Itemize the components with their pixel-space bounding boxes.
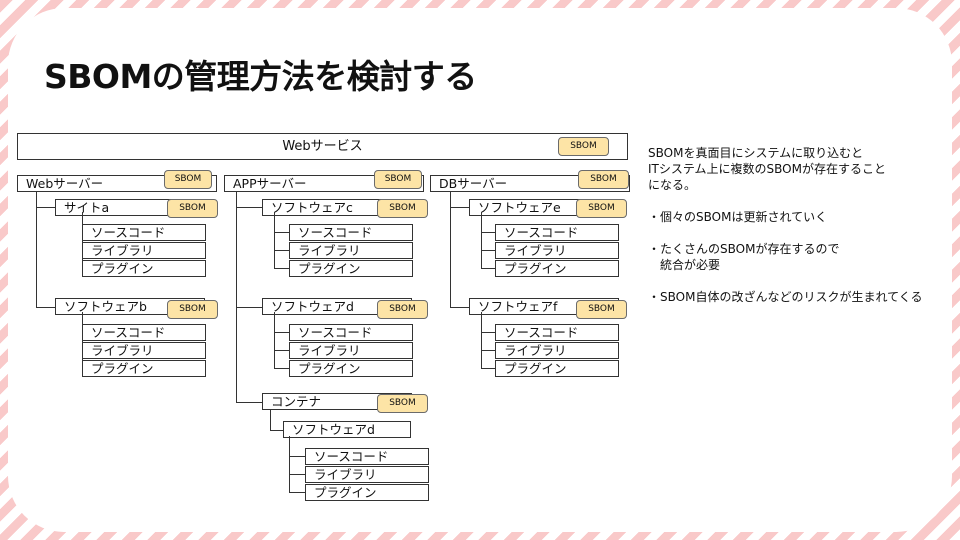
software-e-leaf-connector [481, 212, 482, 268]
container-sbom-badge: SBOM [377, 394, 428, 413]
software-f-library-box: ライブラリ [495, 342, 619, 359]
web-service-sbom-badge: SBOM [558, 137, 609, 156]
site-a-plugin-box: プラグイン [82, 260, 206, 277]
software-f-leaf-connector [481, 312, 482, 368]
site-a-branch [36, 207, 55, 208]
software-d-library-box: ライブラリ [289, 342, 413, 359]
container-software-d-branch [270, 430, 283, 431]
software-e-source-code-branch [481, 232, 495, 233]
software-b-sbom-badge: SBOM [167, 300, 218, 319]
software-d-sbom-badge: SBOM [377, 300, 428, 319]
software-c-source-code-box: ソースコード [289, 224, 413, 241]
software-d-source-code-branch [274, 332, 289, 333]
notes-panel: SBOMを真面目にシステムに取り込むと ITシステム上に複数のSBOMが存在する… [648, 145, 948, 305]
software-e-sbom-badge: SBOM [576, 199, 627, 218]
software-b-branch [36, 307, 55, 308]
software-e-source-code-box: ソースコード [495, 224, 619, 241]
software-c-plugin-branch [274, 268, 289, 269]
software-f-plugin-branch [481, 368, 495, 369]
container-box: コンテナ [262, 393, 412, 410]
software-c-library-box: ライブラリ [289, 242, 413, 259]
site-a-source-code-box: ソースコード [82, 224, 206, 241]
db-server-sbom-badge: SBOM [578, 170, 629, 189]
software-e-library-box: ライブラリ [495, 242, 619, 259]
software-c-sbom-badge: SBOM [377, 199, 428, 218]
software-e-plugin-box: プラグイン [495, 260, 619, 277]
container-software-d-box: ソフトウェアd [283, 421, 411, 438]
container-software-d-plugin-branch [289, 492, 305, 493]
page-title: SBOMの管理方法を検討する [44, 57, 477, 96]
software-f-branch [450, 307, 469, 308]
software-d-plugin-box: プラグイン [289, 360, 413, 377]
software-d-library-branch [274, 350, 289, 351]
site-a-sbom-badge: SBOM [167, 199, 218, 218]
software-e-plugin-branch [481, 268, 495, 269]
note-point-update: ・個々のSBOMは更新されていく [648, 210, 828, 224]
db-server-connector [450, 192, 451, 307]
software-e-library-branch [481, 250, 495, 251]
software-d-source-code-box: ソースコード [289, 324, 413, 341]
software-f-plugin-box: プラグイン [495, 360, 619, 377]
container-software-d-source-code-branch [289, 456, 305, 457]
site-a-library-box: ライブラリ [82, 242, 206, 259]
app-server-sbom-badge: SBOM [374, 170, 422, 189]
software-f-library-branch [481, 350, 495, 351]
software-b-plugin-box: プラグイン [82, 360, 206, 377]
web-server-sbom-badge: SBOM [164, 170, 212, 189]
note-point-integration: ・たくさんのSBOMが存在するので 統合が必要 [648, 242, 840, 272]
software-b-source-code-box: ソースコード [82, 324, 206, 341]
note-point-tamper-risk: ・SBOM自体の改ざんなどのリスクが生まれてくる [648, 290, 923, 304]
software-d-plugin-branch [274, 368, 289, 369]
software-c-box: ソフトウェアc [262, 199, 412, 216]
software-d-branch [236, 307, 262, 308]
software-f-source-code-box: ソースコード [495, 324, 619, 341]
notes-intro: SBOMを真面目にシステムに取り込むと ITシステム上に複数のSBOMが存在する… [648, 146, 886, 192]
software-f-source-code-branch [481, 332, 495, 333]
container-software-d-library-box: ライブラリ [305, 466, 429, 483]
software-b-library-box: ライブラリ [82, 342, 206, 359]
software-f-sbom-badge: SBOM [576, 300, 627, 319]
container-connector [270, 410, 271, 430]
software-d-box: ソフトウェアd [262, 298, 412, 315]
software-e-branch [450, 207, 469, 208]
container-software-d-plugin-box: プラグイン [305, 484, 429, 501]
software-c-branch [236, 207, 262, 208]
software-c-plugin-box: プラグイン [289, 260, 413, 277]
software-c-source-code-branch [274, 232, 289, 233]
web-server-connector [36, 192, 37, 307]
software-c-leaf-connector [274, 212, 275, 268]
container-software-d-leaf-connector [289, 436, 290, 492]
container-software-d-library-branch [289, 474, 305, 475]
container-software-d-source-code-box: ソースコード [305, 448, 429, 465]
app-server-connector [236, 192, 237, 402]
software-d-leaf-connector [274, 312, 275, 368]
web-service-box: Webサービス [17, 133, 628, 160]
container-branch [236, 402, 262, 403]
software-c-library-branch [274, 250, 289, 251]
